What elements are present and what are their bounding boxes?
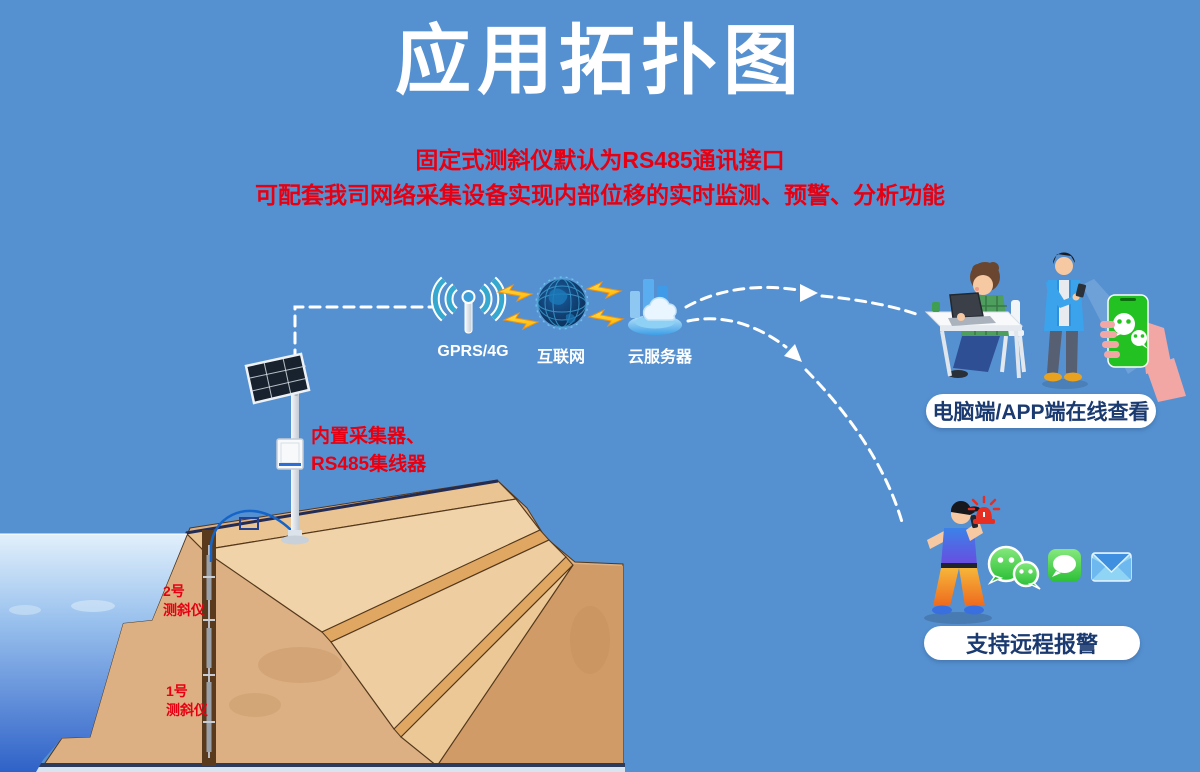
- solar-panel-icon: [244, 352, 311, 405]
- lightning-icon: [496, 280, 625, 331]
- cloud-server-node-label: 云服务器: [627, 349, 692, 366]
- signal-cable: [209, 509, 292, 562]
- collector-box: [276, 438, 304, 470]
- reservoir-water: [0, 533, 187, 772]
- page-title: 应用拓扑图: [395, 19, 805, 104]
- inclinometer-1-number: 1号: [166, 683, 188, 699]
- alarm-person: [924, 495, 1001, 624]
- station-callout: 内置采集器、 RS485集线器: [311, 423, 426, 478]
- person-at-desk: [924, 262, 1026, 379]
- station-uplink-dashes: [293, 305, 439, 447]
- remote-alarm-callout: 支持远程报警: [924, 626, 1140, 660]
- mail-icon: [1091, 552, 1132, 582]
- inclinometer-2-label: 2号 测斜仪: [163, 582, 205, 620]
- pc-app-callout: 电脑端/APP端在线查看: [926, 394, 1156, 428]
- wechat-icon: [987, 545, 1041, 590]
- imessage-icon: [1048, 549, 1081, 582]
- antenna-icon: [430, 276, 507, 334]
- arrow-to-viewers: [684, 284, 918, 316]
- subtitle-line-1: 固定式测斜仪默认为RS485通讯接口: [415, 147, 785, 173]
- inclinometer-2-name: 测斜仪: [163, 601, 205, 618]
- gprs-node-label: GPRS/4G: [437, 343, 509, 360]
- inclinometer-1-name: 测斜仪: [166, 701, 208, 718]
- inclinometer-1-label: 1号 测斜仪: [166, 682, 208, 720]
- cloud-server-icon: [628, 279, 682, 335]
- embankment-terrain: [0, 479, 625, 772]
- internet-node-label: 互联网: [536, 349, 585, 366]
- arrow-to-alarm: [686, 317, 904, 524]
- globe-icon: [535, 276, 589, 330]
- borehole: [202, 530, 216, 766]
- monitoring-station: [244, 352, 311, 545]
- inclinometer-2-number: 2号: [163, 583, 185, 599]
- station-callout-line1: 内置采集器、: [311, 426, 426, 447]
- hand-with-wechat-phone: [1100, 294, 1186, 402]
- station-callout-line2: RS485集线器: [311, 453, 427, 475]
- subtitle-line-2: 可配套我司网络采集设备实现内部位移的实时监测、预警、分析功能: [255, 182, 945, 208]
- siren-icon: [967, 495, 1001, 524]
